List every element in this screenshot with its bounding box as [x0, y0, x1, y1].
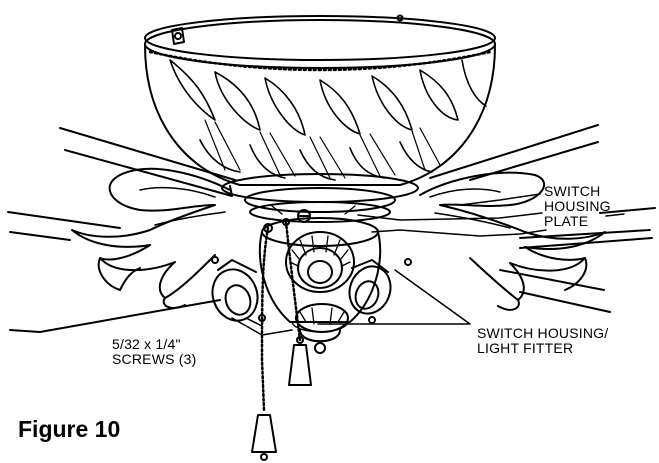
blade-irons [71, 167, 606, 311]
label-line: PLATE [544, 213, 589, 229]
label-switch-housing-plate: SWITCH HOUSING PLATE [544, 184, 611, 229]
blade-upper-left [59, 127, 236, 197]
label-screws: 5/32 x 1/4" SCREWS (3) [112, 337, 196, 367]
label-switch-housing-light-fitter: SWITCH HOUSING/ LIGHT FITTER [477, 326, 608, 356]
pull-chains [251, 218, 312, 461]
motor-housing [144, 14, 496, 213]
blade-lower-right [499, 269, 611, 313]
blade-left [7, 211, 121, 241]
leader-lines [231, 193, 625, 336]
label-line: SCREWS (3) [112, 351, 197, 367]
light-cups [211, 231, 412, 333]
label-line: SWITCH [544, 183, 601, 199]
label-line: SWITCH HOUSING/ [477, 325, 609, 341]
blade-lower-left [9, 299, 221, 333]
label-line: LIGHT FITTER [477, 340, 574, 356]
label-line: 5/32 x 1/4" [112, 336, 181, 352]
switch-housing-plate [249, 201, 391, 223]
label-line: HOUSING [544, 198, 611, 214]
figure-title: Figure 10 [18, 416, 121, 442]
